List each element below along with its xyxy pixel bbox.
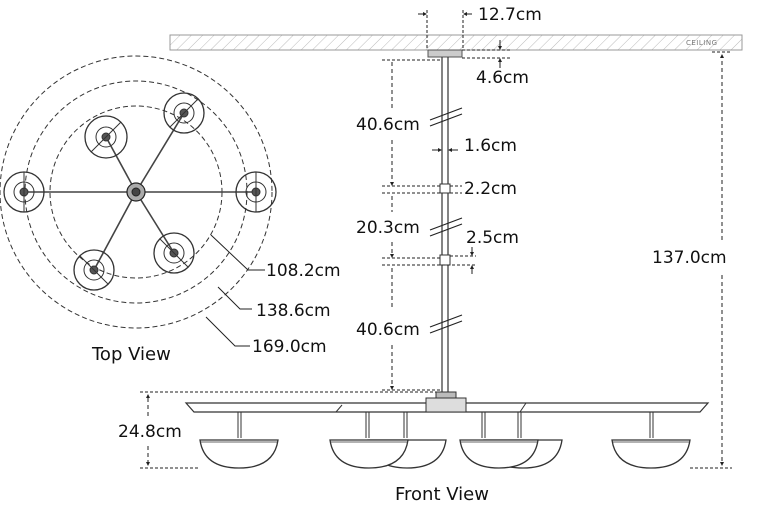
overall-height-label: 137.0cm (652, 248, 727, 268)
lower-coupler (439, 254, 451, 266)
middle-diameter-leader (217, 286, 252, 310)
top-view-shade-4 (163, 92, 205, 134)
outer-diameter-circle (0, 55, 273, 329)
top-view-caption: Top View (91, 344, 171, 365)
front-view-shades (199, 439, 691, 469)
upper-coupler (439, 183, 451, 194)
front-view-fixture (184, 391, 710, 469)
fixture-height-label: 24.8cm (118, 422, 182, 442)
outer-diameter-label: 169.0cm (252, 337, 327, 357)
middle-diameter-label: 138.6cm (256, 301, 331, 321)
lower-coupler-label: 2.5cm (466, 228, 519, 248)
top-view-hub (126, 182, 146, 202)
canopy-width-label: 12.7cm (478, 5, 542, 25)
outer-diameter-leader (205, 316, 250, 347)
canopy-height-label: 4.6cm (476, 68, 529, 88)
top-view-shade-1 (3, 171, 45, 213)
upper-stem-label: 40.6cm (356, 115, 420, 135)
dimension-lines (140, 10, 732, 469)
stem-diameter-label: 1.6cm (464, 136, 517, 156)
top-view-shade-5 (73, 249, 115, 291)
top-view-shade-3 (84, 115, 128, 159)
lower-stem-label: 40.6cm (356, 320, 420, 340)
canopy (427, 49, 463, 58)
top-view (0, 55, 277, 347)
inner-diameter-leader (210, 234, 265, 271)
middle-stem-label: 20.3cm (356, 218, 420, 238)
top-view-shade-2 (235, 171, 277, 213)
ceiling-label: CEILING (686, 39, 718, 47)
fixture-hub (425, 397, 467, 413)
ceiling: CEILING (169, 34, 743, 51)
front-view-stem (427, 49, 463, 392)
front-view-caption: Front View (395, 484, 489, 505)
top-view-shade-6 (153, 232, 195, 274)
upper-coupler-label: 2.2cm (464, 179, 517, 199)
inner-diameter-label: 108.2cm (266, 261, 341, 281)
